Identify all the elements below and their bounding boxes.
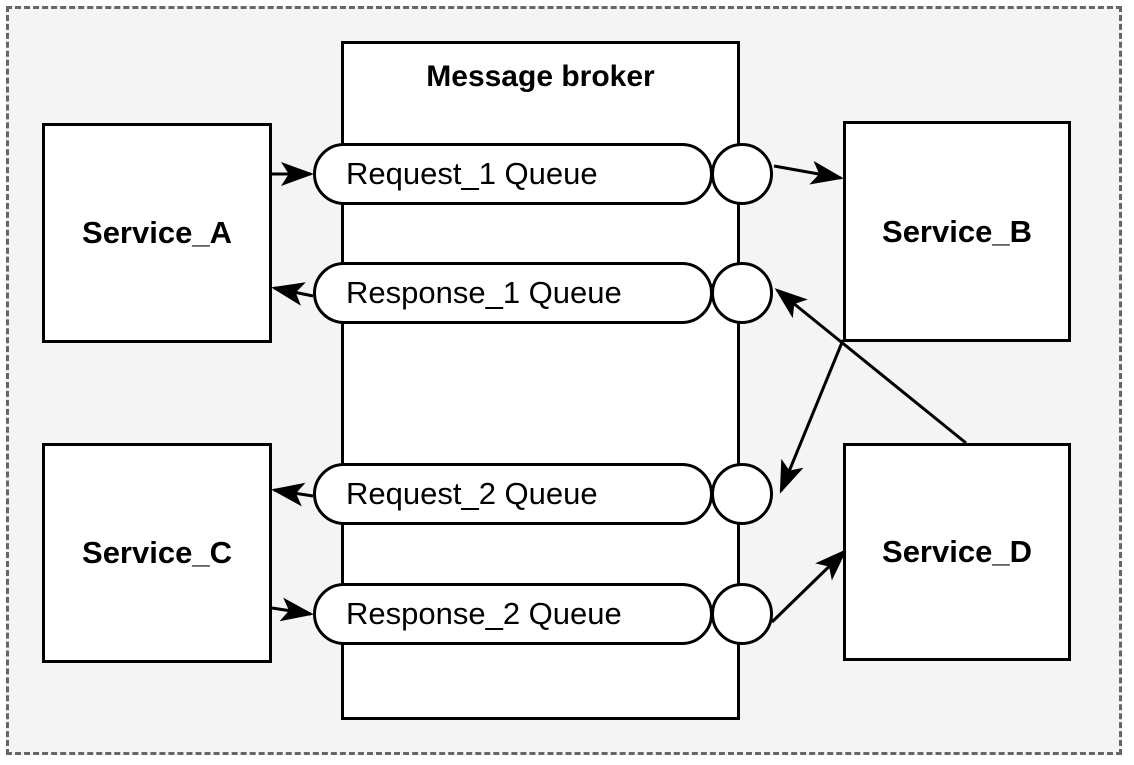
response-1-queue-end-circle (711, 262, 773, 324)
response-1-queue[interactable]: Response_1 Queue (313, 262, 713, 324)
request-1-queue-end-circle (711, 143, 773, 205)
arrow-request-1-to-service-b (773, 160, 844, 185)
response-2-queue-label: Response_2 Queue (346, 596, 622, 631)
response-2-queue[interactable]: Response_2 Queue (313, 583, 713, 645)
arrow-service-d-to-response-1 (774, 288, 967, 445)
message-broker-title: Message broker (426, 60, 655, 93)
service-a-label: Service_A (82, 215, 232, 250)
arrow-response-2-to-service-d (770, 548, 848, 624)
request-2-queue-label: Request_2 Queue (346, 476, 598, 511)
service-d-box[interactable]: Service_D (843, 443, 1071, 661)
service-d-label: Service_D (882, 534, 1032, 569)
service-a-box[interactable]: Service_A (42, 123, 272, 343)
arrow-service-c-to-response-2 (271, 597, 314, 622)
service-c-label: Service_C (82, 535, 232, 570)
service-b-label: Service_B (882, 213, 1032, 249)
request-2-queue-end-circle (711, 463, 773, 525)
request-1-queue-label: Request_1 Queue (346, 156, 598, 191)
arrow-service-b-to-request-2 (779, 339, 845, 494)
service-b-box[interactable]: Service_B (843, 121, 1071, 342)
arrow-response-1-to-service-a (271, 282, 314, 306)
request-2-queue[interactable]: Request_2 Queue (313, 463, 713, 525)
request-1-queue[interactable]: Request_1 Queue (313, 143, 713, 205)
arrow-request-2-to-service-c (271, 482, 314, 507)
response-1-queue-label: Response_1 Queue (346, 275, 622, 310)
service-c-box[interactable]: Service_C (42, 443, 272, 663)
response-2-queue-end-circle (711, 583, 773, 645)
